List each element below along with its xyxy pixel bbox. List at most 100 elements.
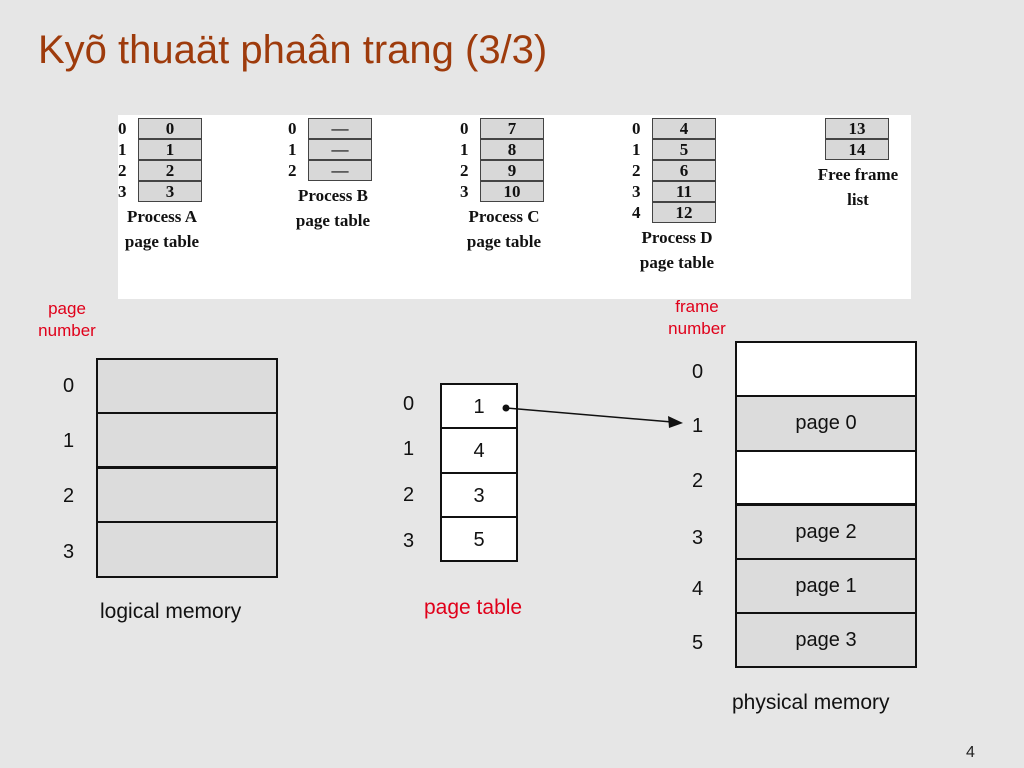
caption-line: page table	[466, 232, 542, 251]
entry-value: 4	[473, 440, 485, 462]
index: 0	[460, 118, 469, 138]
slide-title: Kyõ thuaät phaân trang (3/3)	[38, 28, 548, 72]
frame-3: page 2	[735, 504, 917, 560]
frame-cell: 12	[652, 201, 716, 223]
entry-value: 1	[473, 396, 485, 418]
caption-line: page table	[295, 211, 371, 230]
free-list-caption: Free frame list	[806, 162, 910, 212]
page-table-index: 3	[403, 530, 415, 552]
frame-4: page 1	[735, 558, 917, 614]
caption-line: Process C	[468, 207, 540, 226]
frame-content: page 3	[795, 629, 857, 651]
frame-cell: 9	[480, 159, 544, 181]
page-table-entry: 3	[440, 472, 518, 518]
caption-line: Process D	[641, 228, 713, 247]
entry-value: 3	[473, 485, 485, 507]
index: 0	[118, 118, 127, 138]
index: 1	[460, 139, 469, 159]
frame-index: 1	[692, 415, 704, 437]
index: 3	[118, 181, 127, 201]
index: 1	[288, 139, 297, 159]
page-table-entry: 5	[440, 516, 518, 562]
process-d-caption: Process D page table	[638, 225, 716, 275]
caption-line: page table	[124, 232, 200, 251]
frame-cell: 8	[480, 138, 544, 160]
index: 2	[460, 160, 469, 180]
index: 3	[460, 181, 469, 201]
frame-cell: 11	[652, 180, 716, 202]
frame-index: 4	[692, 578, 704, 600]
frame-cell: 2	[138, 159, 202, 181]
frame-index: 5	[692, 632, 704, 654]
frame-2	[735, 450, 917, 505]
frame-cell: 7	[480, 117, 544, 139]
index: 1	[632, 139, 641, 159]
page-number-label: page number	[22, 298, 112, 342]
frame-index: 3	[692, 527, 704, 549]
frame-cell: —	[308, 117, 372, 139]
arrow-head	[668, 416, 683, 428]
frame-cell: 4	[652, 117, 716, 139]
label-line: number	[38, 321, 96, 340]
logical-index: 1	[63, 430, 75, 452]
logical-index: 0	[63, 375, 75, 397]
index: 4	[632, 202, 641, 222]
physical-memory-label: physical memory	[732, 691, 890, 714]
frame-cell: 1	[138, 138, 202, 160]
free-frame-list: 13 14 Free frame list	[806, 117, 910, 212]
frame-index: 2	[692, 470, 704, 492]
index: 1	[118, 139, 127, 159]
frame-cell: 14	[825, 138, 889, 160]
frame-index: 0	[692, 361, 704, 383]
process-b-caption: Process B page table	[294, 183, 372, 233]
label-line: frame	[675, 297, 719, 316]
logical-index: 3	[63, 541, 75, 563]
frame-5: page 3	[735, 612, 917, 668]
index: 2	[288, 160, 297, 180]
page-table-entry: 4	[440, 427, 518, 474]
frame-content: page 2	[795, 521, 857, 543]
logical-memory-label: logical memory	[100, 600, 242, 623]
slide-number: 4	[966, 744, 975, 761]
frame-1: page 0	[735, 395, 917, 452]
index: 2	[118, 160, 127, 180]
index: 0	[632, 118, 641, 138]
caption-line: Free frame	[817, 165, 899, 184]
frame-cell: 10	[480, 180, 544, 202]
frame-number-label: frame number	[652, 296, 742, 340]
page-table-index: 0	[403, 393, 415, 415]
frame-content: page 1	[795, 575, 857, 597]
label-line: page	[48, 299, 86, 318]
index: 3	[632, 181, 641, 201]
process-b-table: 0 — 1 — 2 — Process B page table	[288, 117, 372, 233]
caption-line: page table	[639, 253, 715, 272]
index: 0	[288, 118, 297, 138]
logical-page-1	[96, 412, 278, 468]
caption-line: list	[847, 190, 869, 209]
page-table-index: 1	[403, 438, 415, 460]
process-a-caption: Process A page table	[122, 204, 202, 254]
index: 2	[632, 160, 641, 180]
frame-0	[735, 341, 917, 397]
frame-cell: —	[308, 159, 372, 181]
process-c-caption: Process C page table	[464, 204, 544, 254]
frame-cell: —	[308, 138, 372, 160]
logical-index: 2	[63, 485, 75, 507]
label-line: number	[668, 319, 726, 338]
frame-cell: 0	[138, 117, 202, 139]
logical-page-3	[96, 521, 278, 578]
frame-content: page 0	[795, 412, 857, 434]
frame-cell: 6	[652, 159, 716, 181]
entry-value: 5	[473, 529, 485, 551]
caption-line: Process B	[297, 186, 369, 205]
frame-cell: 5	[652, 138, 716, 160]
logical-page-0	[96, 358, 278, 414]
page-table-index: 2	[403, 484, 415, 506]
caption-line: Process A	[126, 207, 198, 226]
page-table-label: page table	[424, 596, 523, 619]
